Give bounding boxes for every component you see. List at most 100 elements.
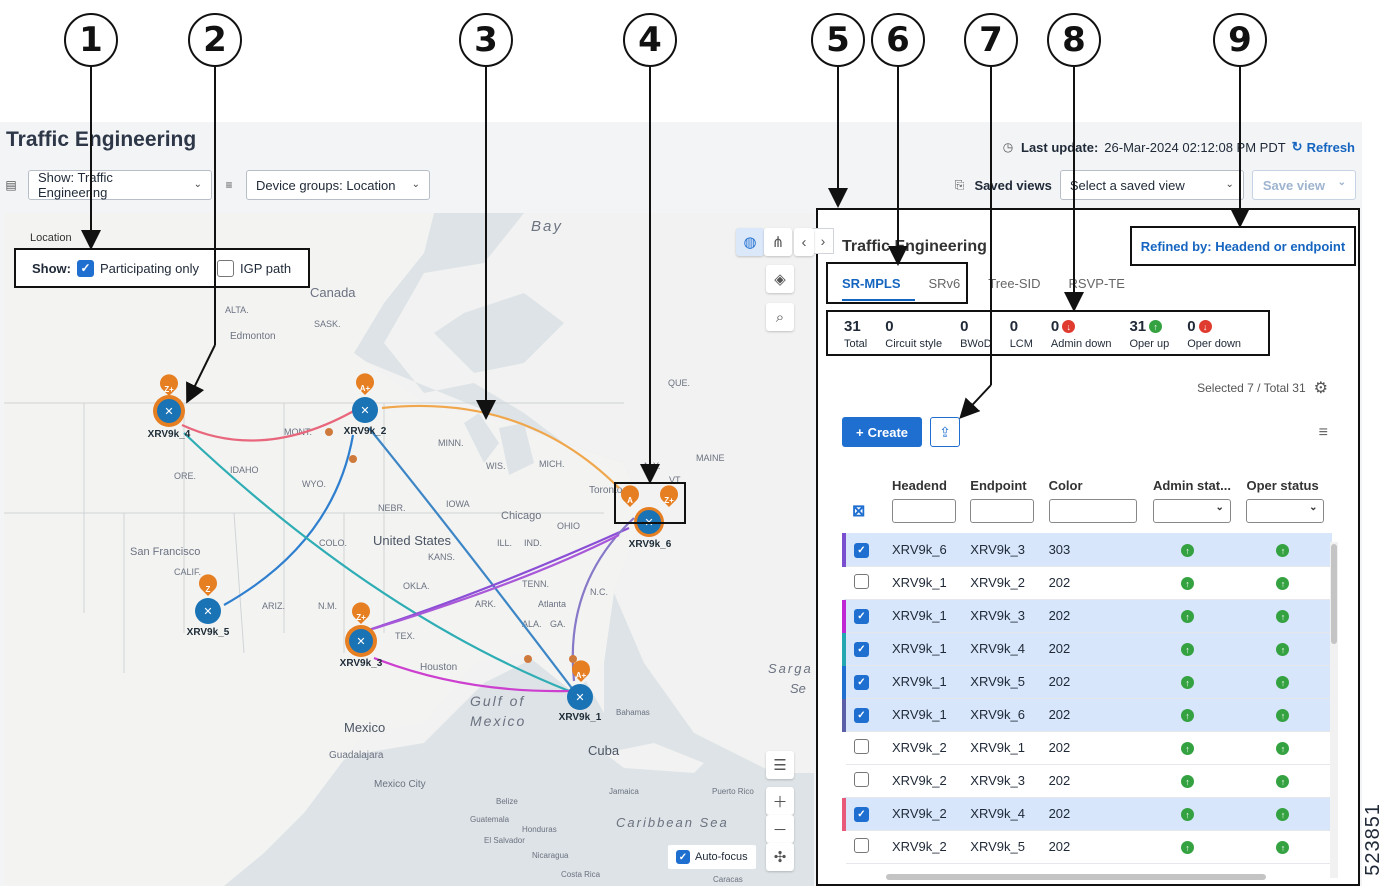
node-label[interactable]: XRV9k_4 [147,429,191,440]
row-checkbox[interactable]: ✓ [854,609,869,624]
participating-only-checkbox[interactable]: ✓ [77,259,94,277]
endpoint-filter[interactable] [970,499,1035,523]
row-checkbox[interactable]: ✓ [854,807,869,822]
search-icon[interactable]: ⌕ [766,303,794,331]
col-endpoint[interactable]: Endpoint [970,478,1027,493]
fit-view-icon[interactable]: ✣ [766,843,794,871]
geo-label: MONT. [284,427,312,437]
clear-selection-icon[interactable]: ⊠ [852,503,866,520]
arrow-up-icon: ↑ [1180,610,1194,624]
show-select[interactable]: Show: Traffic Engineering⌄ [28,170,212,200]
device-groups-select[interactable]: Device groups: Location⌄ [246,170,430,200]
node-label[interactable]: XRV9k_2 [343,426,387,437]
row-checkbox[interactable] [854,837,869,853]
map-show-bar: Show: ✓ Participating only IGP path [14,248,310,288]
refined-by-filter[interactable]: Refined by: Headend or endpoint [1130,226,1356,266]
tab-srv6[interactable]: SRv6 [928,276,961,291]
oper-status-filter[interactable]: ⌄ [1246,499,1325,523]
cell-oper-status: ↑ [1238,632,1332,666]
col-headend[interactable]: Headend [892,478,947,493]
arrow-up-icon: ↑ [1149,320,1163,333]
stat-oper-up[interactable]: 31↑Oper up [1129,312,1169,354]
geo-label: KANS. [428,552,456,562]
scroll-thumb[interactable] [1331,544,1337,644]
tab-tree-sid[interactable]: Tree-SID [988,276,1041,291]
export-button[interactable]: ⇪ [930,417,960,447]
save-view-button[interactable]: Save view⌄ [1251,170,1356,200]
horizontal-scrollbar[interactable] [886,874,1266,880]
geo-label: Guadalajara [329,750,384,761]
stat-value: 0 [1050,318,1060,335]
layers-icon[interactable]: ◈ [766,265,794,293]
zoom-out-icon[interactable]: － [766,815,794,843]
row-checkbox[interactable]: ✓ [854,675,869,690]
save-view-label: Save view [1262,177,1325,193]
vertical-scrollbar[interactable] [1330,542,1338,878]
row-checkbox[interactable]: ✓ [854,642,869,657]
admin-status-filter[interactable]: ⌄ [1152,499,1231,523]
geo-label: CALIF. [174,567,202,577]
row-checkbox[interactable]: ✓ [854,542,869,558]
node-label[interactable]: XRV9k_3 [339,658,383,669]
create-button[interactable]: +Create [842,417,922,447]
auto-focus-toggle[interactable]: ✓ Auto-focus [668,845,756,869]
globe-icon[interactable]: ◍ [736,228,764,256]
row-select-cell [844,764,884,798]
row-checkbox[interactable] [854,771,869,787]
topology-icon[interactable]: ⋔ [764,228,792,256]
cell-admin-status: ↑ [1144,731,1239,765]
tab-rsvp-te[interactable]: RSVP-TE [1068,276,1125,291]
cell-color: 202 [1040,731,1145,765]
tab-sr-mpls[interactable]: SR-MPLS [842,270,915,301]
stat-admin-down[interactable]: 0↓Admin down [1051,312,1112,354]
row-select-cell: ✓ [842,665,884,699]
row-checkbox[interactable] [854,738,869,754]
gear-icon[interactable]: ⚙ [1313,380,1328,397]
auto-focus-checkbox[interactable]: ✓ [676,850,690,864]
arrow-up-icon: ↑ [1276,676,1290,690]
col-admin-status[interactable]: Admin stat... [1152,478,1231,493]
plus-icon: + [855,424,864,440]
cell-oper-status: ↑ [1238,698,1332,732]
color-filter[interactable] [1048,499,1137,523]
selection-count: Selected 7 / Total 31 ⚙ [1197,378,1328,398]
last-update: ◷ Last update: 26-Mar-2024 02:12:08 PM P… [1001,139,1355,155]
arrow-up-icon: ↑ [1276,808,1290,822]
geo-label: VT. [669,475,683,485]
row-checkbox[interactable]: ✓ [854,708,869,723]
chevron-left-icon[interactable]: ‹ [794,228,814,256]
legend-list-icon[interactable]: ☰ [766,751,794,779]
pin-label: Z+ [356,613,366,622]
refresh-button[interactable]: ↻Refresh [1292,139,1355,155]
node-label[interactable]: XRV9k_6 [628,539,672,550]
saved-view-select[interactable]: Select a saved view⌄ [1059,170,1244,200]
node-label[interactable]: XRV9k_5 [186,627,230,638]
zoom-in-icon[interactable]: ＋ [766,787,794,815]
col-oper-status[interactable]: Oper status [1246,478,1319,493]
col-color[interactable]: Color [1048,478,1083,493]
chevron-right-icon[interactable]: › [812,228,834,254]
topology-map[interactable]: Bay Canada ALTA. SASK. Edmonton MONT. WY… [4,213,814,886]
panel-title: Traffic Engineering [842,238,987,255]
igp-path-checkbox[interactable] [217,259,234,277]
row-checkbox[interactable] [854,573,869,589]
stat-oper-down[interactable]: 0↓Oper down [1187,312,1241,354]
cell-admin-status: ↑ [1144,632,1239,666]
node-label[interactable]: XRV9k_1 [558,712,602,723]
filter-icon[interactable]: ≡ [1318,424,1328,441]
headend-filter[interactable] [892,499,956,523]
